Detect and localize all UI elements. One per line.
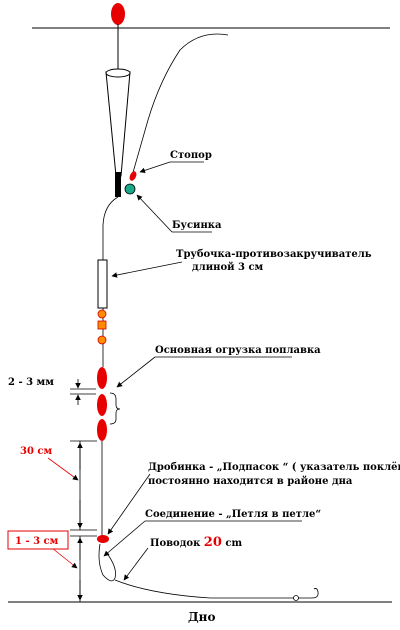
joint-label: Соединение - „Петля в петле“: [145, 509, 321, 520]
hook-icon: [298, 588, 319, 599]
indicator-shot: [97, 535, 109, 543]
loading-shot-1: [97, 367, 107, 389]
shot-label-line1: Дробинка - „Подпасок “ ( указатель поклё…: [148, 462, 400, 473]
float-keel: [115, 172, 121, 197]
joint-arrow: [103, 520, 146, 557]
tube-label-line2: длиной 3 см: [192, 262, 264, 273]
shot-arrow: [107, 473, 151, 535]
stopper-marker: [129, 171, 137, 181]
loading-shot-3: [97, 419, 107, 441]
main-line-upper: [131, 33, 229, 177]
dim13-pointer: [51, 547, 78, 569]
swivel-ring-top: [97, 309, 107, 319]
hook-eye: [293, 595, 299, 601]
main-load-label: Основная огрузка поплавка: [155, 345, 321, 356]
tube-label-line1: Трубочка-противозакручиватель: [176, 249, 372, 260]
loop-joint: [98, 543, 116, 582]
anti-twist-tube: [97, 259, 108, 309]
stopor-arrow: [139, 161, 171, 174]
float-top-ring: [105, 68, 131, 78]
leader-label-unit: cm: [225, 538, 242, 549]
businka-arrow: [136, 194, 173, 233]
dim-30cm-label: 30 см: [20, 446, 52, 457]
bead-marker: [124, 183, 136, 195]
swivel-ring-bottom: [97, 335, 107, 345]
float-antenna-tip: [111, 3, 125, 25]
swivel-body: [97, 320, 107, 330]
main-line-middle: [102, 196, 119, 260]
leader-label: Поводок 20 cm: [150, 535, 242, 550]
dim-1-3cm-label: 1 - 3 см: [15, 536, 59, 547]
leader-label-value: 20: [204, 535, 222, 550]
main-load-arrow: [116, 356, 156, 388]
stopor-label: Стопор: [170, 150, 212, 161]
loading-brace: [109, 392, 121, 425]
gap-2-3mm-label: 2 - 3 мм: [8, 377, 54, 388]
float-body: [105, 71, 131, 177]
dim-1-3cm-box: [7, 530, 69, 550]
dim30-pointer: [47, 457, 79, 481]
leader-line: [114, 579, 296, 599]
bottom-label: Дно: [188, 610, 215, 624]
shot-label-line2: постоянно находится в районе дна: [148, 476, 353, 487]
tube-arrow: [111, 261, 183, 278]
leader-arrow: [123, 547, 149, 581]
loading-shot-2: [97, 394, 107, 416]
leader-label-prefix: Поводок: [150, 538, 201, 549]
businka-label: Бусинка: [172, 220, 222, 231]
